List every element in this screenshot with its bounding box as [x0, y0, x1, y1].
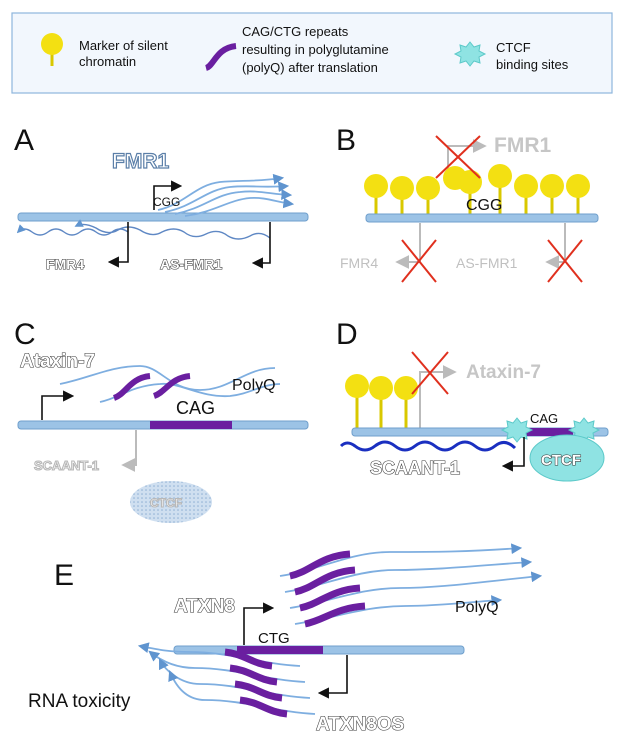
ctcf-label-unbound: CTCF	[150, 496, 182, 510]
scaant-1-transcript	[339, 440, 517, 452]
panel-letter-b: B	[336, 124, 356, 157]
legend-marker-label: Marker of silent chromatin	[79, 38, 172, 69]
as-fmr1-label: AS-FMR1	[160, 256, 222, 272]
polyq-repeat	[152, 373, 191, 399]
ctg-repeat-label: CTG	[258, 630, 290, 647]
sense-transcripts	[157, 173, 295, 217]
fmr1-promoter-arrow-silenced	[447, 139, 487, 170]
ataxin-7-transcript	[59, 365, 276, 391]
atxn8-promoter-arrow	[243, 602, 275, 645]
panel-letter-c: C	[14, 318, 36, 351]
ctcf-site-icon	[453, 41, 487, 67]
ataxin-7-blocked-cross-icon	[411, 351, 449, 395]
cgg-repeat-label: CGG	[466, 197, 502, 214]
dna-strand	[365, 213, 599, 223]
cag-repeat-region	[150, 421, 232, 429]
atxn8os-transcripts	[137, 642, 316, 715]
fmr4-promoter-arrow	[107, 222, 129, 268]
ataxin-7-promoter-arrow	[41, 390, 75, 420]
cgg-repeat-label: CGG	[153, 195, 180, 209]
antisense-transcripts	[16, 219, 271, 240]
panel-letter-e: E	[54, 559, 74, 592]
silent-chromatin-marker-icon	[41, 33, 63, 66]
panel-d: D Ataxin-7 CAG CTCF	[336, 318, 609, 482]
fmr4-label: FMR4	[46, 256, 84, 272]
fmr4-blocked-cross-icon	[401, 239, 437, 283]
as-fmr1-promoter-arrow	[251, 222, 271, 269]
rna-toxicity-label: RNA toxicity	[28, 691, 131, 712]
legend-ctcf-label: CTCF binding sites	[496, 40, 569, 72]
ataxin-7-gene-label-silenced: Ataxin-7	[466, 362, 541, 383]
fmr4-label-silenced: FMR4	[340, 255, 378, 271]
ataxin-7-promoter-arrow-silenced	[419, 365, 457, 428]
ctcf-protein-bound	[529, 434, 605, 482]
fmr1-blocked-cross-icon	[435, 135, 481, 179]
ataxin-7-gene-label: Ataxin-7	[20, 351, 95, 372]
panel-c: C Ataxin-7 PolyQ CAG SCAANT-1 CTCF	[14, 318, 309, 523]
ctcf-label-bound: CTCF	[541, 452, 581, 469]
polyq-label: PolyQ	[232, 377, 276, 394]
scaant-1-promoter-arrow-silenced	[121, 430, 137, 472]
as-fmr1-label-silenced: AS-FMR1	[456, 255, 518, 271]
fmr1-promoter-arrow	[153, 180, 183, 210]
atxn8-gene-label: ATXN8	[174, 596, 235, 617]
panel-e: E ATXN8 PolyQ CTG	[28, 543, 543, 736]
polyq-label: PolyQ	[455, 599, 499, 616]
fmr1-gene-label: FMR1	[112, 150, 169, 173]
scaant-1-promoter-arrow	[501, 437, 525, 472]
ctcf-protein-unbound	[130, 481, 212, 523]
legend: Marker of silent chromatin CAG/CTG repea…	[11, 12, 613, 94]
fmr1-gene-label-silenced: FMR1	[494, 134, 551, 157]
ctg-repeats	[224, 648, 288, 718]
cag-repeat-label: CAG	[176, 398, 215, 418]
cag-repeat-region	[525, 428, 573, 436]
panel-b: B FMR1	[336, 124, 599, 283]
ctcf-binding-site-icon	[500, 417, 534, 443]
panel-letter-d: D	[336, 318, 358, 351]
scaant-1-label-silenced: SCAANT-1	[34, 458, 99, 473]
polyq-repeat	[112, 373, 151, 401]
ctg-repeat-region	[237, 646, 323, 654]
cag-repeat-label: CAG	[530, 411, 558, 426]
silent-chromatin-markers	[345, 374, 418, 428]
silent-chromatin-markers	[364, 164, 590, 214]
atxn8os-label: ATXN8OS	[316, 714, 404, 735]
polyq-repeats	[289, 550, 366, 628]
as-fmr1-blocked-cross-icon	[547, 239, 583, 283]
legend-repeat-label: CAG/CTG repeats resulting in polyglutami…	[242, 24, 392, 75]
panel-letter-a: A	[14, 124, 34, 157]
scaant-1-label: SCAANT-1	[370, 458, 460, 478]
repeat-curve-icon	[204, 43, 237, 71]
atxn8os-promoter-arrow	[317, 655, 348, 699]
dna-strand	[17, 212, 309, 222]
fmr4-promoter-arrow-silenced	[395, 223, 421, 269]
panel-a: A FMR1 CGG FMR4 AS-FMR1	[14, 124, 309, 273]
